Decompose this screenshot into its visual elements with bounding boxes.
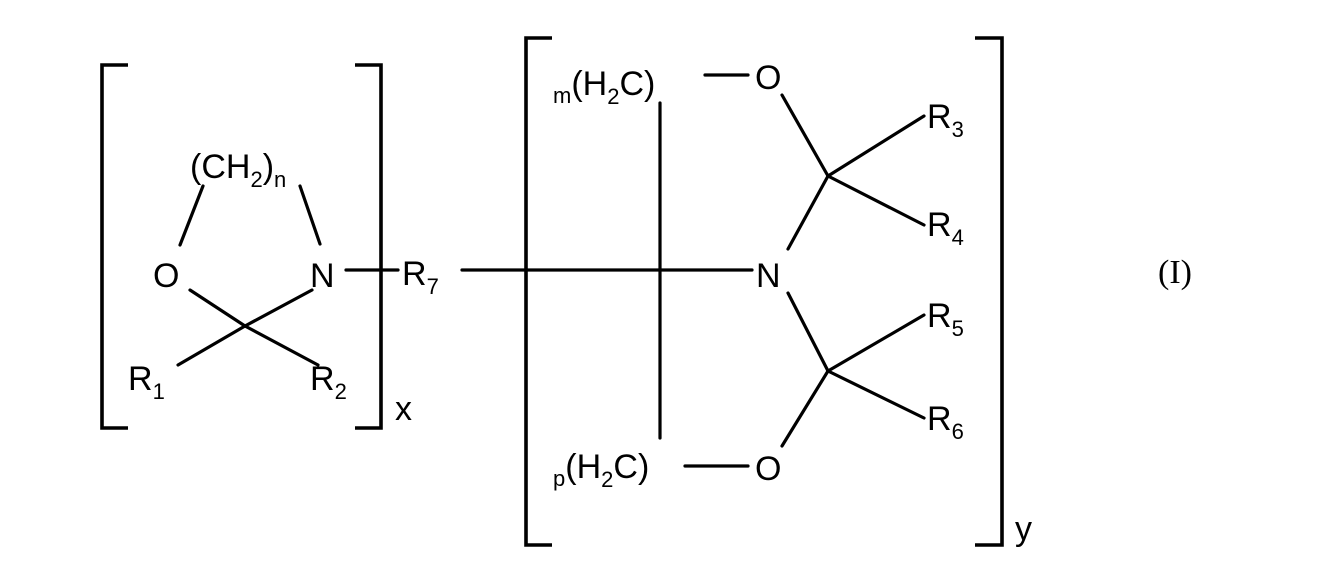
r5-label: R5 [927, 297, 964, 341]
r3-label: R3 [927, 98, 964, 142]
bond-c-r3 [828, 116, 924, 176]
left-bracket-open [102, 65, 128, 428]
bond-o-top-c [782, 95, 828, 176]
bond-c-r2 [245, 326, 318, 365]
bond-ch2-o [180, 186, 203, 245]
equation-number: (I) [1158, 254, 1192, 291]
bond-n-top-c [788, 176, 828, 249]
bond-c-r6 [828, 371, 924, 418]
repeat-y-label: y [1015, 510, 1032, 548]
r2-label: R2 [310, 360, 347, 404]
bond-ch2-n [300, 186, 320, 244]
bond-n-bottom-c [788, 293, 828, 371]
right-bracket-open [526, 38, 552, 545]
bottom-oxygen: O [755, 450, 781, 488]
r7-label: R7 [402, 255, 439, 299]
right-nitrogen: N [756, 257, 781, 295]
bond-n-c [245, 290, 312, 326]
bond-o-c [190, 290, 245, 326]
bond-c-r5 [828, 315, 924, 371]
left-oxygen: O [153, 257, 179, 295]
r4-label: R4 [927, 206, 964, 250]
top-oxygen: O [755, 59, 781, 97]
bond-c-r1 [178, 326, 245, 365]
r1-label: R1 [128, 360, 165, 404]
bond-c-r4 [828, 176, 924, 225]
top-ch2-group: m(H2C) [553, 65, 655, 109]
repeat-x-label: x [395, 390, 412, 428]
left-bracket-close [355, 65, 381, 428]
right-bracket-close [975, 38, 1002, 545]
bottom-ch2-group: p(H2C) [553, 448, 649, 492]
left-nitrogen: N [310, 257, 335, 295]
r6-label: R6 [927, 400, 964, 444]
bond-o-bottom-c [782, 371, 828, 446]
